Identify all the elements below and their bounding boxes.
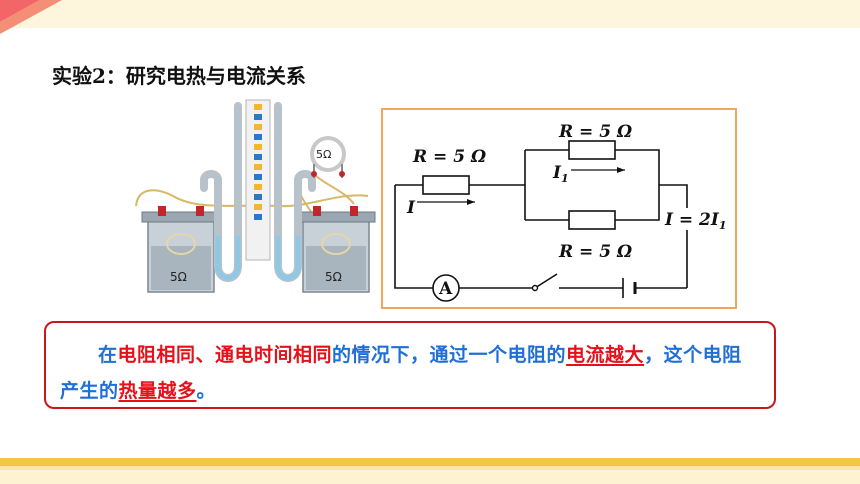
current-i-label: I: [406, 198, 416, 218]
ammeter-icon: [432, 274, 460, 302]
conclusion-text: 在电阻相同、通电时间相同的情况下，通过一个电阻的电流越大，这个电阻产生的热量越多…: [60, 344, 742, 402]
circuit-diagram: A R = 5 Ω R = 5 Ω R = 5 Ω I I1 I = 2I1: [394, 122, 726, 302]
right-beaker-label: 5Ω: [325, 270, 342, 284]
parallel-resistor-bottom: [568, 210, 616, 230]
page-title: 实验2：研究电热与电流关系: [52, 64, 306, 88]
left-beaker: 5Ω: [141, 206, 221, 293]
u-tube-manometer: [200, 99, 316, 282]
series-resistor-label: R = 5 Ω: [412, 147, 486, 167]
conclusion-box: 在电阻相同、通电时间相同的情况下，通过一个电阻的电流越大，这个电阻产生的热量越多…: [44, 321, 776, 409]
corner-decoration: [0, 0, 62, 34]
current-relation-label: I = 2I1: [664, 210, 726, 232]
external-resistor: 5Ω: [310, 136, 346, 178]
current-i1-label: I1: [552, 163, 569, 185]
parallel-bottom-resistor-label: R = 5 Ω: [558, 242, 632, 262]
right-beaker: 5Ω: [296, 206, 376, 293]
experiment-apparatus: 5Ω 5Ω 5Ω: [135, 99, 376, 293]
top-band: [0, 0, 860, 28]
external-resistor-label: 5Ω: [316, 148, 331, 161]
left-beaker-label: 5Ω: [170, 270, 187, 284]
bottom-band: [0, 458, 860, 484]
series-resistor: [422, 175, 470, 195]
parallel-top-resistor-label: R = 5 Ω: [558, 122, 632, 142]
parallel-resistor-top: [568, 140, 616, 160]
ammeter-label: A: [438, 279, 453, 299]
circuit-diagram-frame: A R = 5 Ω R = 5 Ω R = 5 Ω I I1 I = 2I1: [381, 108, 737, 309]
